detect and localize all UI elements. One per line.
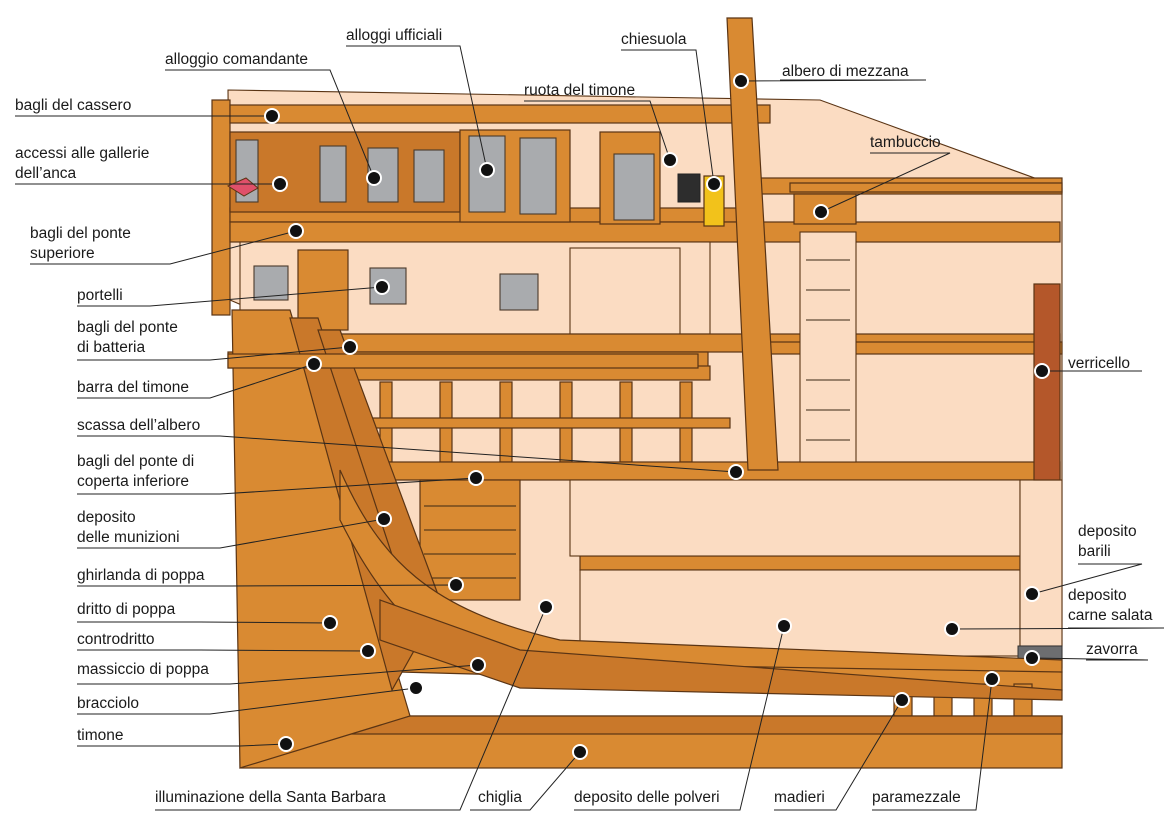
marker-verricello: [1034, 363, 1050, 379]
leader-line-paramezzale: [872, 678, 993, 811]
label-chiglia-line-1: chiglia: [478, 789, 522, 806]
leader-line-chiesuola: [621, 49, 715, 185]
label-scassa-dell-albero-line-1: scassa dell’albero: [77, 417, 200, 434]
label-bagli-del-ponte-di-coperta-inferiore-line-1: bagli del ponte di: [77, 453, 194, 470]
leader-line-bagli-del-ponte-superiore: [30, 230, 297, 265]
leader-line-madieri: [774, 699, 903, 811]
label-dritto-di-poppa-line-1: dritto di poppa: [77, 601, 176, 618]
leader-line-barra-del-timone: [77, 363, 315, 399]
marker-timone: [278, 736, 294, 752]
label-madieri-line-1: madieri: [774, 789, 825, 806]
marker-zavorra: [1024, 650, 1040, 666]
label-tambuccio-line-1: tambuccio: [870, 134, 941, 151]
label-accessi-alle-gallerie-line-2: dell’anca: [15, 165, 77, 182]
leader-line-ghirlanda-di-poppa: [77, 584, 457, 587]
label-barra-del-timone-line-1: barra del timone: [77, 379, 189, 396]
leader-line-tambuccio: [820, 152, 951, 213]
leader-line-timone: [77, 743, 287, 747]
marker-controdritto: [360, 643, 376, 659]
ship-hull-structure: [211, 17, 1063, 769]
label-bagli-del-ponte-superiore-line-2: superiore: [30, 245, 95, 262]
label-deposito-delle-munizioni-line-2: delle munizioni: [77, 529, 180, 546]
label-accessi-alle-gallerie-line-1: accessi alle gallerie: [15, 145, 149, 162]
leader-line-portelli: [77, 286, 383, 307]
leader-line-illuminazione-della-santa-barbara: [155, 606, 547, 811]
leader-line-albero-di-mezzana: [740, 79, 927, 82]
label-alloggi-ufficiali-line-1: alloggi ufficiali: [346, 27, 442, 44]
leader-line-chiglia: [470, 751, 581, 811]
marker-chiglia: [572, 744, 588, 760]
label-bagli-del-ponte-superiore-line-1: bagli del ponte: [30, 225, 131, 242]
label-bagli-del-ponte-di-batteria-line-1: bagli del ponte: [77, 319, 178, 336]
marker-accessi-alle-gallerie: [272, 176, 288, 192]
marker-ghirlanda-di-poppa: [448, 577, 464, 593]
label-portelli-line-1: portelli: [77, 287, 123, 304]
marker-scassa-dell-albero: [728, 464, 744, 480]
leader-line-controdritto: [77, 649, 369, 652]
marker-alloggio-comandante: [366, 170, 382, 186]
marker-tambuccio: [813, 204, 829, 220]
leader-line-deposito-barili: [1031, 563, 1143, 595]
leader-line-bracciolo: [77, 687, 417, 715]
markers: [264, 73, 1050, 760]
label-chiesuola-line-1: chiesuola: [621, 31, 687, 48]
marker-illuminazione-della-santa-barbara: [538, 599, 554, 615]
marker-paramezzale: [984, 671, 1000, 687]
leader-lines: [15, 45, 1165, 811]
marker-bagli-del-ponte-di-coperta-inferiore: [468, 470, 484, 486]
label-massiccio-di-poppa-line-1: massiccio di poppa: [77, 661, 209, 678]
marker-deposito-delle-polveri: [776, 618, 792, 634]
leader-line-massiccio-di-poppa: [77, 664, 479, 685]
marker-madieri: [894, 692, 910, 708]
leader-line-bagli-del-ponte-di-batteria: [77, 346, 351, 361]
marker-chiesuola: [706, 176, 722, 192]
label-bagli-del-ponte-di-batteria-line-2: di batteria: [77, 339, 145, 356]
marker-bagli-del-cassero: [264, 108, 280, 124]
leader-line-dritto-di-poppa: [77, 621, 331, 624]
leader-line-zavorra: [1031, 657, 1149, 661]
label-deposito-delle-munizioni-line-1: deposito: [77, 509, 136, 526]
marker-barra-del-timone: [306, 356, 322, 372]
label-deposito-delle-polveri-line-1: deposito delle polveri: [574, 789, 720, 806]
label-verricello-line-1: verricello: [1068, 355, 1130, 372]
label-ruota-del-timone-line-1: ruota del timone: [524, 82, 635, 99]
label-bracciolo-line-1: bracciolo: [77, 695, 139, 712]
label-illuminazione-della-santa-barbara-line-1: illuminazione della Santa Barbara: [155, 789, 386, 806]
marker-alloggi-ufficiali: [479, 162, 495, 178]
marker-deposito-barili: [1024, 586, 1040, 602]
marker-massiccio-di-poppa: [470, 657, 486, 673]
leader-line-deposito-delle-polveri: [574, 625, 785, 811]
label-bagli-del-cassero-line-1: bagli del cassero: [15, 97, 131, 114]
label-timone-line-1: timone: [77, 727, 124, 744]
label-deposito-barili-line-1: deposito: [1078, 523, 1137, 540]
marker-ruota-del-timone: [662, 152, 678, 168]
label-bagli-del-ponte-di-coperta-inferiore-line-2: coperta inferiore: [77, 473, 189, 490]
label-deposito-carne-salata-line-2: carne salata: [1068, 607, 1153, 624]
label-deposito-carne-salata-line-1: deposito: [1068, 587, 1127, 604]
label-zavorra-line-1: zavorra: [1086, 641, 1138, 658]
marker-bagli-del-ponte-di-batteria: [342, 339, 358, 355]
marker-deposito-carne-salata: [944, 621, 960, 637]
marker-albero-di-mezzana: [733, 73, 749, 89]
label-alloggio-comandante-line-1: alloggio comandante: [165, 51, 308, 68]
marker-deposito-delle-munizioni: [376, 511, 392, 527]
marker-bracciolo: [408, 680, 424, 696]
marker-dritto-di-poppa: [322, 615, 338, 631]
marker-bagli-del-ponte-superiore: [288, 223, 304, 239]
leader-line-alloggio-comandante: [165, 69, 375, 179]
leader-line-scassa-dell-albero: [77, 435, 737, 473]
label-controdritto-line-1: controdritto: [77, 631, 155, 648]
labels: bagli del cassero accessi alle gallerie de…: [15, 27, 1153, 806]
label-paramezzale-line-1: paramezzale: [872, 789, 961, 806]
marker-portelli: [374, 279, 390, 295]
label-deposito-barili-line-2: barili: [1078, 543, 1111, 560]
leader-line-bagli-del-ponte-di-coperta-inferiore: [77, 477, 477, 495]
leader-line-deposito-delle-munizioni: [77, 518, 385, 549]
leader-line-deposito-carne-salata: [951, 627, 1165, 630]
leader-line-alloggi-ufficiali: [346, 45, 488, 171]
leader-line-ruota-del-timone: [524, 100, 671, 161]
label-ghirlanda-di-poppa-line-1: ghirlanda di poppa: [77, 567, 205, 584]
label-albero-di-mezzana-line-1: albero di mezzana: [782, 63, 909, 80]
